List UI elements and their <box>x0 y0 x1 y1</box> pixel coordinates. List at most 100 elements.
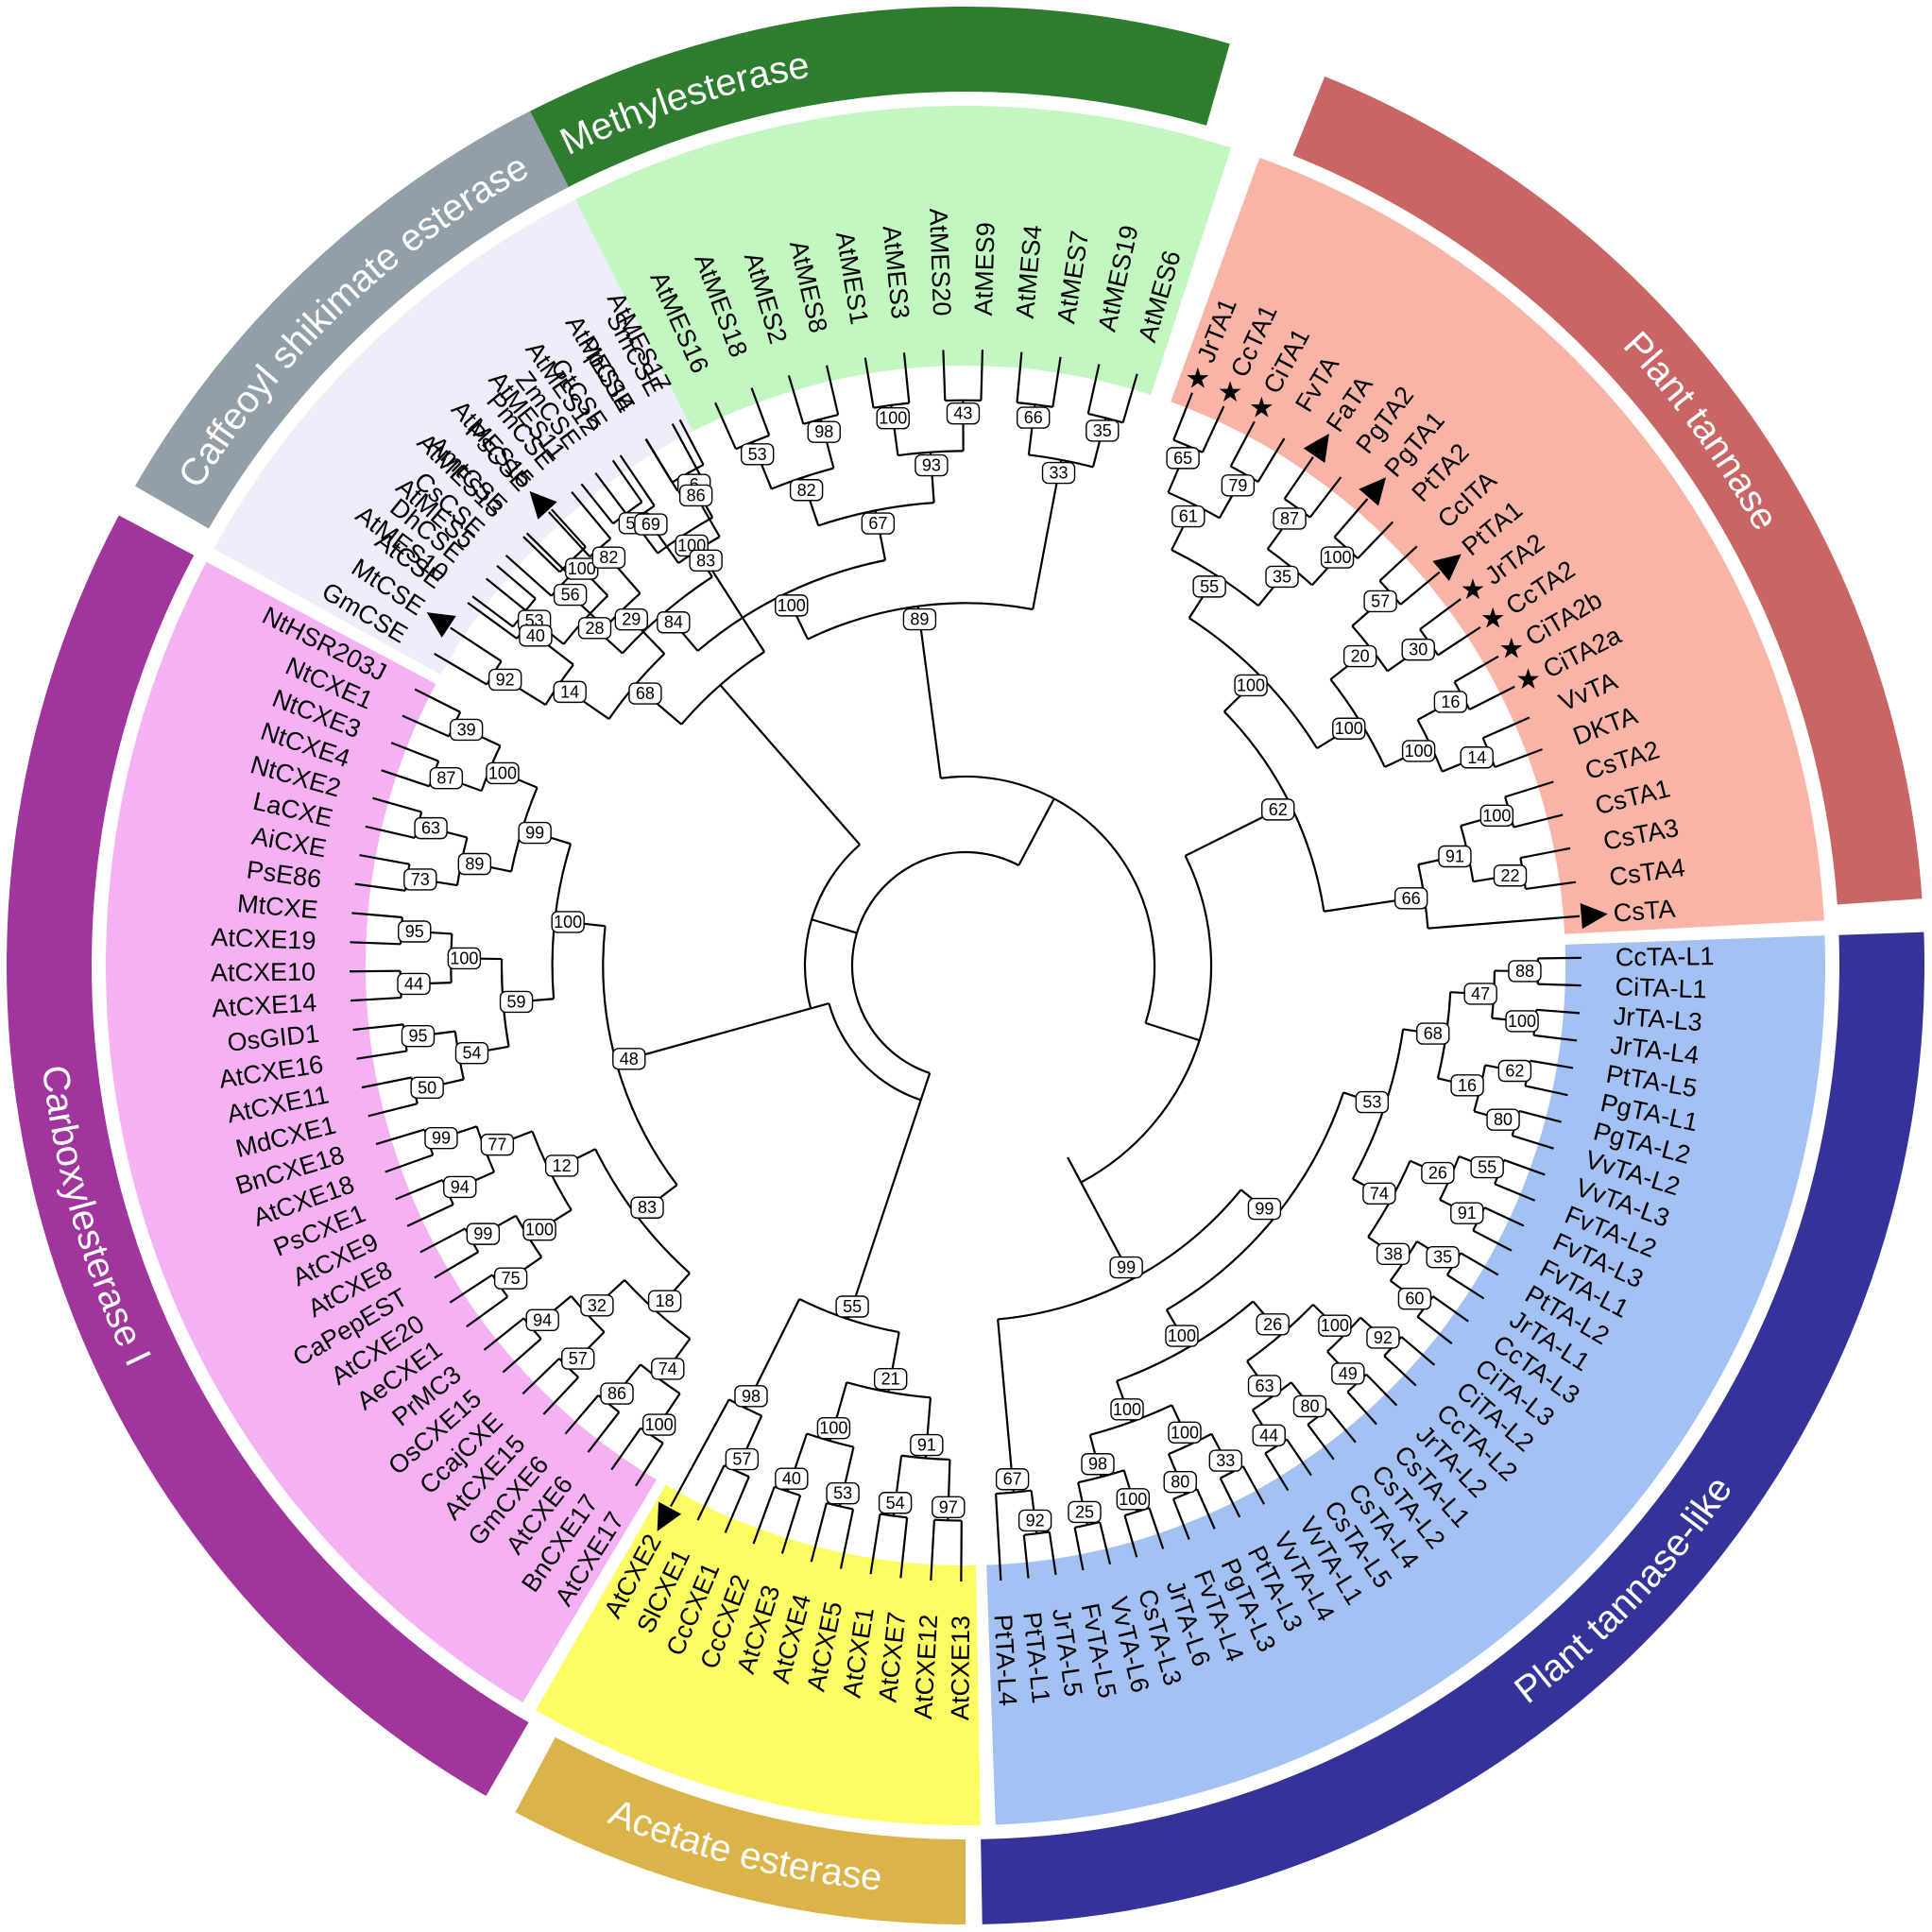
bootstrap-label: 100 <box>1165 1325 1199 1347</box>
svg-text:16: 16 <box>1441 692 1460 711</box>
bootstrap-label: 95 <box>398 920 432 943</box>
svg-text:53: 53 <box>748 445 767 464</box>
svg-text:26: 26 <box>1263 1315 1282 1334</box>
branch-caffeoyl-shikimate-esterase <box>644 438 679 492</box>
bootstrap-label: 99 <box>1109 1256 1143 1279</box>
bootstrap-label: 88 <box>1508 960 1542 983</box>
bootstrap-label: 69 <box>634 513 668 536</box>
leaf-label: AtCXE10 <box>211 958 316 987</box>
leaf-label: JrTA-L3 <box>1613 1001 1703 1036</box>
svg-text:80: 80 <box>1494 1110 1513 1129</box>
svg-text:66: 66 <box>1024 408 1043 427</box>
branch-carboxylesterase-i <box>502 1338 542 1374</box>
svg-text:83: 83 <box>638 1198 657 1217</box>
branch-acetate-esterase <box>839 1509 855 1569</box>
svg-text:83: 83 <box>696 551 715 570</box>
branch-plant-tannase-like <box>1383 1355 1417 1387</box>
bootstrap-label: 93 <box>915 453 949 477</box>
branch-plant-tannase-like <box>1432 1295 1469 1323</box>
bootstrap-label: 33 <box>1208 1449 1243 1472</box>
bootstrap-label: 91 <box>1438 845 1472 868</box>
bootstrap-label: 54 <box>878 1492 913 1514</box>
svg-text:66: 66 <box>1402 889 1421 908</box>
leaf-label: AtCXE14 <box>211 988 317 1022</box>
bootstrap-label: 57 <box>1363 590 1397 613</box>
branch-backbone <box>940 775 1156 1024</box>
svg-text:40: 40 <box>526 626 545 645</box>
branch-plant-tannase-like <box>1124 1506 1150 1517</box>
leaf-labels: AtMES10AtMES5AtMES13AtMES15AtMES11AtMES1… <box>211 208 1715 1720</box>
bootstrap-label: 62 <box>1497 1059 1532 1083</box>
bootstrap-label: 92 <box>1017 1509 1052 1532</box>
branch-plant-tannase-like <box>1536 1008 1581 1015</box>
bootstrap-label: 98 <box>1081 1453 1115 1476</box>
svg-text:67: 67 <box>1003 1470 1022 1489</box>
branch-plant-tannase-like <box>1472 1229 1513 1252</box>
bootstrap-label: 40 <box>775 1467 809 1490</box>
svg-text:99: 99 <box>432 1129 451 1148</box>
branch-methylesterase <box>611 459 643 504</box>
bootstrap-label: 53 <box>826 1481 860 1505</box>
star-icon: ★ <box>1498 632 1524 665</box>
svg-text:62: 62 <box>1505 1062 1524 1081</box>
bootstrap-label: 86 <box>678 484 713 507</box>
bootstrap-label: 73 <box>403 868 437 891</box>
bootstrap-label: 66 <box>1393 887 1428 910</box>
branch-plant-tannase <box>1357 521 1394 559</box>
svg-text:80: 80 <box>1171 1473 1189 1492</box>
bootstrap-label: 100 <box>816 1416 851 1440</box>
bootstrap-label: 43 <box>946 402 981 425</box>
branch-plant-tannase-like <box>1400 1336 1436 1366</box>
branch-backbone <box>1017 797 1055 866</box>
branch-carboxylesterase-i <box>350 941 402 946</box>
svg-text:100: 100 <box>568 559 596 578</box>
svg-text:100: 100 <box>1119 1490 1147 1509</box>
branch-acetate-esterase <box>900 1454 950 1462</box>
triangle-icon <box>1580 902 1608 930</box>
branch-methylesterase <box>1051 356 1062 407</box>
branch-methylesterase <box>1032 459 1063 610</box>
svg-text:100: 100 <box>1335 719 1363 738</box>
sector-carboxylesterase-i <box>105 561 657 1703</box>
bootstrap-label: 14 <box>553 680 587 704</box>
branch-caffeoyl-shikimate-esterase <box>504 555 553 597</box>
bootstrap-label: 100 <box>1320 546 1355 569</box>
svg-text:59: 59 <box>507 992 526 1011</box>
bootstrap-label: 60 <box>1397 1288 1432 1310</box>
svg-text:100: 100 <box>1508 1012 1536 1031</box>
band-plant-tannase-like <box>981 932 1924 1924</box>
svg-text:50: 50 <box>418 1078 436 1097</box>
bootstrap-label: 92 <box>487 668 522 692</box>
bootstrap-label: 57 <box>561 1347 595 1370</box>
svg-text:93: 93 <box>922 456 941 475</box>
bootstrap-label: 95 <box>401 1024 436 1048</box>
bootstrap-label: 92 <box>1366 1326 1400 1349</box>
bootstrap-label: 82 <box>789 479 824 502</box>
bootstrap-label: 100 <box>551 911 585 933</box>
leaf-label: AtCXE13 <box>946 1616 975 1720</box>
svg-text:35: 35 <box>1093 421 1112 440</box>
branch-methylesterase <box>902 352 911 403</box>
sector-plant-tannase <box>1171 157 1824 934</box>
svg-text:49: 49 <box>1339 1364 1358 1383</box>
branch-plant-tannase <box>1378 545 1418 582</box>
svg-text:47: 47 <box>1471 984 1490 1003</box>
bootstrap-label: 100 <box>775 594 809 617</box>
branch-methylesterase <box>750 387 771 436</box>
bootstrap-label: 63 <box>1247 1375 1282 1397</box>
branch-carboxylesterase-i <box>521 1358 560 1395</box>
branch-caffeoyl-shikimate-esterase <box>671 423 703 478</box>
bootstrap-label: 98 <box>734 1385 768 1408</box>
bootstrap-label: 89 <box>902 607 937 631</box>
star-icon: ★ <box>1185 362 1210 395</box>
clade-sector-fills <box>105 106 1826 1825</box>
bootstrap-label: 53 <box>1355 1090 1390 1114</box>
branch-carboxylesterase-i <box>419 1227 466 1254</box>
bootstrap-label: 35 <box>1086 419 1120 442</box>
bootstrap-label: 47 <box>1463 983 1497 1005</box>
branch-plant-tannase <box>1494 748 1543 769</box>
svg-text:100: 100 <box>450 949 478 967</box>
bootstrap-label: 100 <box>565 557 599 580</box>
star-icon: ★ <box>1218 376 1243 409</box>
